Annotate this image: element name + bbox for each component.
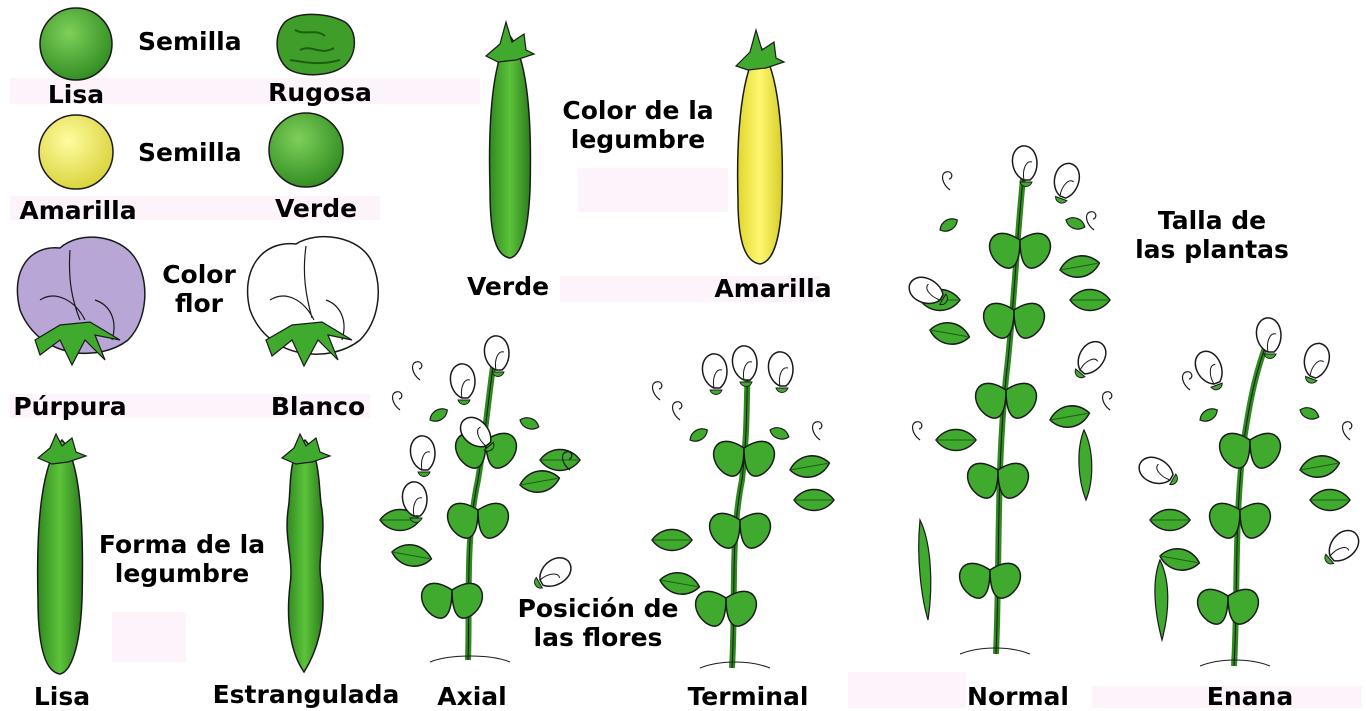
pod-constricted (282, 434, 330, 672)
flower-white (248, 237, 379, 366)
plant-height-right-label: Enana (1207, 682, 1293, 711)
flower-position-right-label: Terminal (688, 682, 809, 711)
pod-color-left-label: Verde (467, 272, 549, 301)
flower-color-title-line1: Color (162, 260, 236, 289)
pod-shape-title: Forma de la legumbre (99, 530, 265, 588)
flower-color-left-label: Púrpura (13, 392, 126, 421)
flower-color-title: Color flor (162, 260, 236, 318)
seed-shape-right-label: Rugosa (268, 78, 372, 107)
flower-position-left-label: Axial (437, 682, 506, 711)
seed-shape-title: Semilla (138, 27, 242, 56)
flower-position-title: Posición de las flores (518, 594, 679, 652)
seed-color-title: Semilla (138, 138, 242, 167)
pod-green (486, 22, 534, 258)
plant-height-left-label: Normal (967, 682, 1069, 711)
seed-yellow (39, 115, 113, 189)
plant-height-title-line2: las plantas (1135, 235, 1289, 264)
pod-color-title-line1: Color de la (562, 96, 713, 125)
pod-shape-left-label: Lisa (34, 682, 90, 711)
plant-height-title-line1: Talla de (1135, 206, 1289, 235)
flower-position-title-line2: las flores (518, 623, 679, 652)
pod-shape-right-label: Estrangulada (213, 680, 400, 709)
pod-color-title-line2: legumbre (562, 125, 713, 154)
pod-yellow (736, 30, 784, 264)
pod-color-right-label: Amarilla (714, 274, 831, 303)
flower-position-title-line1: Posición de (518, 594, 679, 623)
seed-round-green (40, 8, 112, 80)
plant-normal (905, 146, 1112, 654)
seed-wrinkled-green (277, 14, 354, 74)
pod-shape-title-line2: legumbre (99, 559, 265, 588)
plant-dwarf (1135, 318, 1365, 666)
pod-color-title: Color de la legumbre (562, 96, 713, 154)
flower-color-title-line2: flor (162, 289, 236, 318)
pod-inflated (38, 434, 86, 674)
seed-color-left-label: Amarilla (19, 196, 136, 225)
flower-purple (17, 237, 144, 365)
plant-terminal (652, 346, 834, 668)
pod-shape-title-line1: Forma de la (99, 530, 265, 559)
seed-shape-left-label: Lisa (48, 80, 104, 109)
flower-color-right-label: Blanco (271, 392, 365, 421)
seed-color-right-label: Verde (275, 194, 357, 223)
plant-height-title: Talla de las plantas (1135, 206, 1289, 264)
seed-green (269, 113, 343, 187)
